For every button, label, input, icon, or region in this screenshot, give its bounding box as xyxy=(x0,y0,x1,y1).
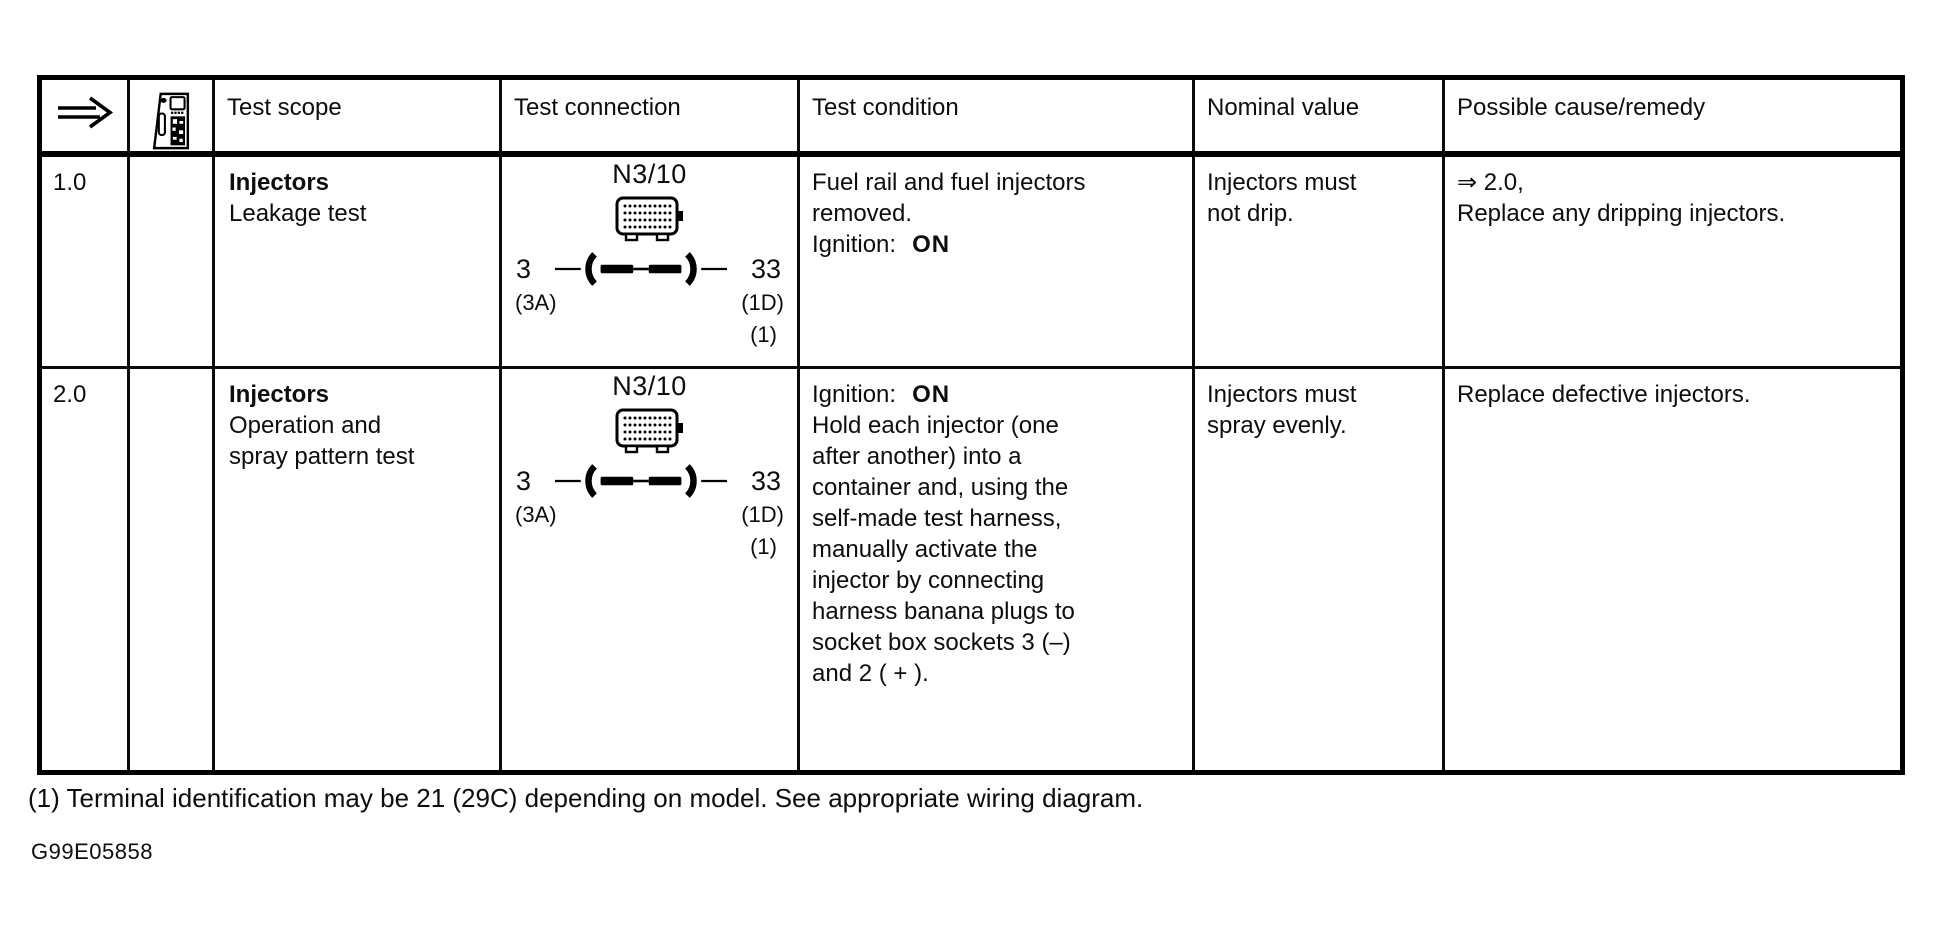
table-row-1-scope: Injectors Leakage test xyxy=(215,157,502,369)
injector-test-table: Test scope Test connection Test conditio… xyxy=(37,75,1905,775)
multi-pin-connector-icon xyxy=(514,194,785,244)
header-test-scope: Test scope xyxy=(215,80,502,157)
ignition-label: Ignition: xyxy=(812,231,897,258)
connector-designation: N3/10 xyxy=(612,159,687,189)
table-row-1-tester-cell xyxy=(130,157,215,369)
scope-detail: Leakage test xyxy=(229,200,367,227)
right-socket-alt: (1D) xyxy=(741,502,784,527)
header-test-connection-label: Test connection xyxy=(514,94,681,121)
table-row-2-nominal: Injectors must spray evenly. xyxy=(1195,369,1445,770)
right-socket-alt: (1D) xyxy=(741,290,784,315)
header-possible-cause-remedy: Possible cause/remedy xyxy=(1445,80,1900,157)
condition-text-after: Hold each injector (one after another) i… xyxy=(812,412,1075,687)
table-row-1-condition: Fuel rail and fuel injectors removed. Ig… xyxy=(800,157,1195,369)
left-socket-number: 3 xyxy=(516,465,532,496)
table-row-1-connection: N3/10 3 xyxy=(502,157,800,369)
double-right-arrow-icon xyxy=(56,92,114,134)
ignition-label: Ignition: xyxy=(812,381,897,408)
scope-title: Injectors xyxy=(229,381,330,408)
left-socket-alt: (3A) xyxy=(515,290,557,315)
handheld-tester-icon xyxy=(150,92,192,150)
terminal-identification-footnote: (1) Terminal identification may be 21 (2… xyxy=(28,783,1144,813)
header-nominal-value-label: Nominal value xyxy=(1207,94,1360,121)
table-row-2-connection: N3/10 3 xyxy=(502,369,800,770)
table-row-2-remedy: Replace defective injectors. xyxy=(1457,381,1751,408)
header-possible-cause-remedy-label: Possible cause/remedy xyxy=(1457,94,1706,121)
header-test-scope-label: Test scope xyxy=(227,94,342,121)
step-number: 1.0 xyxy=(53,169,87,196)
table-row-1-remedy: ⇒ 2.0, Replace any dripping injectors. xyxy=(1445,157,1900,369)
step-number: 2.0 xyxy=(53,381,87,408)
table-row-2-scope: Injectors Operation and spray pattern te… xyxy=(215,369,502,770)
left-socket-alt: (3A) xyxy=(515,502,557,527)
test-leads-icon xyxy=(554,462,727,500)
table-row-2-tester-cell xyxy=(130,369,215,770)
condition-text: Fuel rail and fuel injectors removed. xyxy=(812,169,1086,227)
table-row-1-nominal: Injectors must not drip. xyxy=(1195,157,1445,369)
right-socket-number: 33 xyxy=(750,465,781,496)
header-tester-column xyxy=(130,80,215,157)
ignition-state: ON xyxy=(912,381,951,408)
header-nominal-value: Nominal value xyxy=(1195,80,1445,157)
table-row-2-condition: Ignition: ON Hold each injector (one afte… xyxy=(800,369,1195,770)
table-row-1-step: 1.0 xyxy=(42,157,130,369)
table-row-2-step: 2.0 xyxy=(42,369,130,770)
header-test-condition: Test condition xyxy=(800,80,1195,157)
scope-title: Injectors xyxy=(229,169,330,196)
scope-detail: Operation and spray pattern test xyxy=(229,412,415,470)
header-test-condition-label: Test condition xyxy=(812,94,959,121)
test-leads-icon xyxy=(554,250,727,288)
footnote-reference: (1) xyxy=(750,534,777,559)
multi-pin-connector-icon xyxy=(514,406,785,456)
header-step-column xyxy=(42,80,130,157)
footnote-reference: (1) xyxy=(750,322,777,347)
header-test-connection: Test connection xyxy=(502,80,800,157)
left-socket-number: 3 xyxy=(516,253,532,284)
connector-designation: N3/10 xyxy=(612,371,687,401)
right-socket-number: 33 xyxy=(750,253,781,284)
ignition-state: ON xyxy=(912,231,951,258)
figure-id: G99E05858 xyxy=(31,839,153,864)
